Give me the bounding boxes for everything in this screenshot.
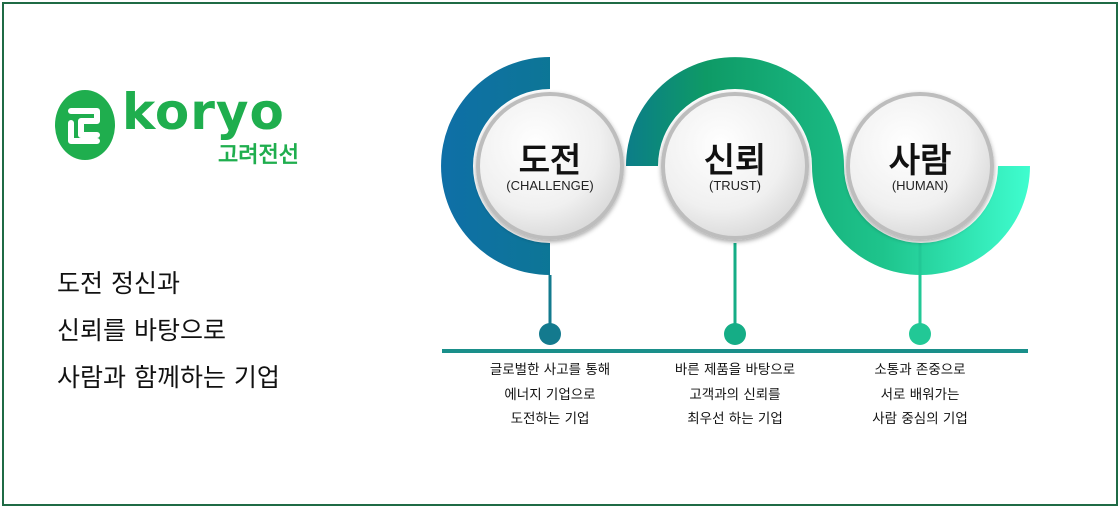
description-line: 도전하는 기업 <box>510 411 590 427</box>
value-circle-challenge: 도전 (CHALLENGE) <box>476 92 624 240</box>
value-subtitle-trust: (TRUST) <box>709 178 761 193</box>
dot-human <box>909 323 931 345</box>
slogan-line-3: 사람과 함께하는 기업 <box>57 363 280 392</box>
value-subtitle-human: (HUMAN) <box>892 178 948 193</box>
logo-wordmark: koryo <box>122 83 285 141</box>
slogan-line-1: 도전 정신과 <box>57 269 180 298</box>
slogan-line-2: 신뢰를 바탕으로 <box>57 316 226 345</box>
value-title-challenge: 도전 <box>519 141 582 181</box>
logo-korean-name: 고려전선 <box>218 143 299 168</box>
description-line: 글로벌한 사고를 통해 <box>489 362 611 378</box>
description-line: 최우선 하는 기업 <box>687 411 783 427</box>
value-description-human: 소통과 존중으로 서로 배워가는 사람 중심의 기업 <box>830 358 1010 432</box>
description-line: 서로 배워가는 <box>880 386 960 403</box>
value-title-human: 사람 <box>889 141 952 181</box>
value-description-trust: 바른 제품을 바탕으로 고객과의 신뢰를 최우선 하는 기업 <box>645 358 825 432</box>
slogan: 도전 정신과 신뢰를 바탕으로 사람과 함께하는 기업 <box>57 260 280 401</box>
koryo-emblem-icon <box>55 90 115 160</box>
description-line: 고객과의 신뢰를 <box>689 386 781 403</box>
description-line: 사람 중심의 기업 <box>872 411 968 427</box>
dot-challenge <box>539 323 561 345</box>
description-line: 바른 제품을 바탕으로 <box>674 362 796 378</box>
value-circle-human: 사람 (HUMAN) <box>846 92 994 240</box>
value-title-trust: 신뢰 <box>704 141 767 181</box>
description-line: 에너지 기업으로 <box>504 386 596 403</box>
value-circle-trust: 신뢰 (TRUST) <box>661 92 809 240</box>
value-description-challenge: 글로벌한 사고를 통해 에너지 기업으로 도전하는 기업 <box>460 358 640 432</box>
wave-ribbon <box>441 57 1030 275</box>
dot-trust <box>724 323 746 345</box>
description-line: 소통과 존중으로 <box>874 362 966 378</box>
value-subtitle-challenge: (CHALLENGE) <box>506 178 593 193</box>
